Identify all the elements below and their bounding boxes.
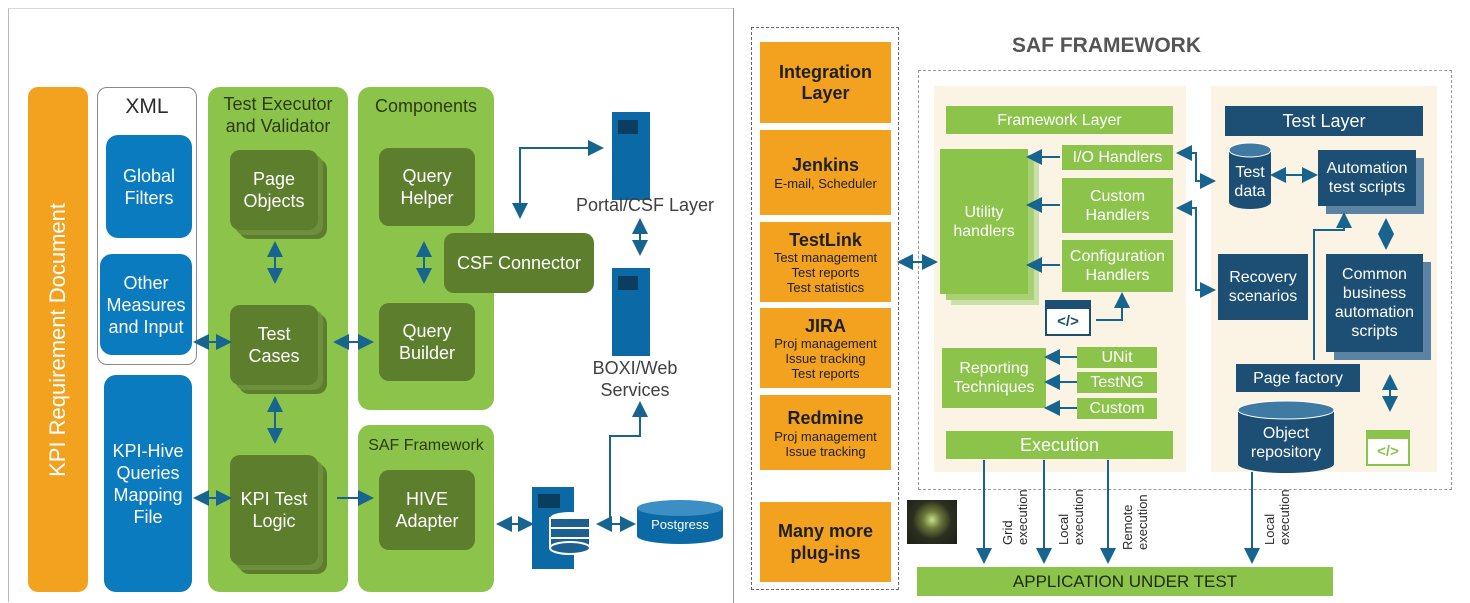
framework-layer-header: Framework Layer: [946, 106, 1173, 134]
reporting-techniques: Reporting Techniques: [942, 348, 1046, 408]
plugin-redmine: Redmine Proj management Issue tracking: [760, 395, 891, 470]
hive-server-icon: [532, 487, 591, 569]
server-icons: [532, 112, 723, 569]
code-icon-green: </>: [1366, 430, 1410, 466]
right-arrows: [897, 145, 1398, 564]
execution-bar: Execution: [946, 431, 1173, 459]
panel-divider: [733, 8, 734, 603]
test-cases: Test Cases: [230, 305, 318, 385]
common-business-scripts: Common business automation scripts: [1326, 254, 1423, 352]
saf-framework-title: SAF Framework: [368, 436, 484, 454]
application-under-test: APPLICATION UNDER TEST: [917, 567, 1333, 596]
kpi-test-logic: KPI Test Logic: [230, 455, 318, 565]
page-objects: Page Objects: [230, 150, 318, 230]
portal-server-icon: [612, 112, 650, 200]
test-layer-header: Test Layer: [1225, 106, 1423, 136]
boxi-server-icon: [612, 268, 650, 356]
left-panel-border: [8, 8, 733, 602]
kpi-requirement-document: KPI Requirement Document: [28, 87, 88, 592]
query-builder: Query Builder: [379, 303, 475, 381]
test-data-label: Test data: [1234, 164, 1266, 200]
custom-report: Custom: [1077, 398, 1157, 419]
csf-connector: CSF Connector: [444, 233, 594, 293]
test-data-db-icon: [1228, 142, 1272, 209]
page-factory: Page factory: [1236, 364, 1360, 392]
plugin-jenkins: Jenkins E-mail, Scheduler: [760, 130, 891, 215]
photo-thumbnail: [907, 500, 957, 544]
unit-report: UNit: [1077, 347, 1157, 368]
global-filters: Global Filters: [106, 135, 192, 238]
plugin-testlink: TestLink Test management Test reports Te…: [760, 222, 891, 302]
saf-dashed-box: [918, 70, 1452, 490]
custom-handlers: Custom Handlers: [1062, 178, 1173, 233]
query-helper: Query Helper: [379, 148, 475, 226]
saf-framework-title: SAF FRAMEWORK: [1012, 34, 1201, 57]
boxi-label: BOXI/Web Services: [592, 358, 678, 400]
hive-adapter: HIVE Adapter: [379, 470, 475, 550]
code-icon: </>: [1045, 300, 1091, 336]
test-executor-title: Test Executor and Validator: [223, 94, 333, 136]
plugin-jira: JIRA Proj management Issue tracking Test…: [760, 308, 891, 388]
xml-title: XML: [125, 95, 169, 118]
automation-test-scripts: Automation test scripts: [1318, 150, 1416, 206]
portal-csf-label: Portal/CSF Layer: [575, 195, 715, 215]
object-repository-label: Object repository: [1250, 425, 1322, 461]
postgress-db-icon: [637, 500, 723, 544]
left-arrows: [193, 140, 648, 532]
kpi-hive-mapping-file: KPI-Hive Queries Mapping File: [104, 375, 192, 592]
other-measures-input: Other Measures and Input: [100, 254, 192, 355]
utility-handlers: Utility handlers: [940, 149, 1028, 294]
plugin-many-more: Many more plug-ins: [760, 502, 891, 582]
plugin-integration-layer: Integration Layer: [760, 42, 891, 123]
io-handlers: I/O Handlers: [1062, 145, 1173, 170]
configuration-handlers: Configuration Handlers: [1062, 240, 1173, 292]
recovery-scenarios: Recovery scenarios: [1218, 254, 1308, 320]
components-title: Components: [374, 96, 478, 116]
plugins-dashed-box: [751, 27, 899, 590]
testng-report: TestNG: [1077, 372, 1157, 393]
object-repository-db-icon: [1237, 400, 1335, 473]
postgress-label: Postgress: [651, 516, 709, 532]
